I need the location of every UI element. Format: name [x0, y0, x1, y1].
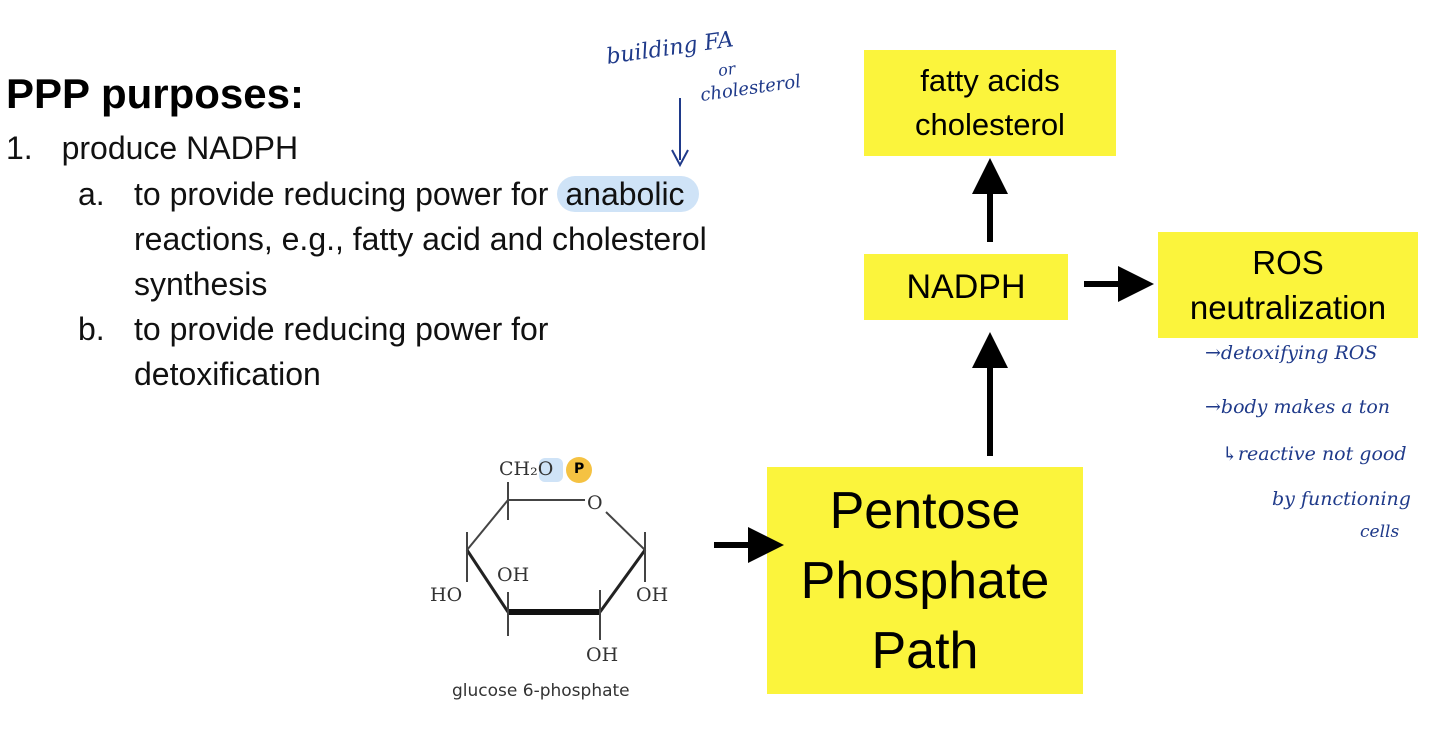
- ring-oxygen-label: O: [587, 492, 603, 514]
- glucose-6-phosphate-structure: [465, 457, 647, 640]
- handwritten-arrow: [671, 98, 689, 168]
- pentose-phosphate-box: Pentose Phosphate Path: [767, 467, 1083, 694]
- ros-box: ROS neutralization: [1158, 232, 1418, 338]
- nadph-box: NADPH: [864, 254, 1068, 320]
- phosphate-label: P: [574, 461, 585, 477]
- ros-note-2: →body makes a ton: [1205, 396, 1391, 418]
- list-text-1: produce NADPH: [61, 130, 299, 166]
- ch2o-label: CH₂O: [499, 458, 554, 480]
- list-number-1: 1.: [6, 130, 33, 166]
- ros-note-3: ↳reactive not good: [1222, 443, 1407, 465]
- list-item-1b: b. to provide reducing power for detoxif…: [78, 307, 778, 407]
- sub-a-text: to provide reducing power for: [134, 176, 549, 212]
- ppp-line-3: Path: [871, 621, 979, 680]
- sub-b-line-1: to provide reducing power for: [134, 311, 549, 347]
- ho-left-label: HO: [430, 584, 463, 606]
- oh-top-label: OH: [497, 564, 530, 586]
- list-item-1: 1. produce NADPH: [6, 130, 298, 167]
- fatty-acids-label: fatty acids: [920, 63, 1060, 98]
- sub-a-line-1: to provide reducing power for anabolic: [134, 172, 834, 217]
- sub-a-line-3: synthesis: [134, 266, 268, 302]
- nadph-label: NADPH: [906, 267, 1026, 306]
- list-item-1a: a. to provide reducing power for anaboli…: [78, 172, 818, 312]
- oh-right-label: OH: [636, 584, 669, 606]
- slide-heading: PPP purposes:: [6, 70, 304, 117]
- list-letter-b: b.: [78, 311, 105, 347]
- molecule-caption: glucose 6-phosphate: [452, 681, 630, 701]
- cholesterol-label: cholesterol: [915, 107, 1065, 142]
- ppp-line-2: Phosphate: [800, 551, 1050, 610]
- neutralization-label: neutralization: [1189, 289, 1387, 326]
- highlighted-word: anabolic: [557, 176, 699, 212]
- ppp-line-1: Pentose: [829, 481, 1021, 540]
- oh-bottom-label: OH: [586, 644, 619, 666]
- sub-a-line-2: reactions, e.g., fatty acid and choleste…: [134, 221, 707, 257]
- ros-note-1: →detoxifying ROS: [1205, 342, 1378, 364]
- ros-label: ROS: [1252, 244, 1324, 281]
- list-letter-a: a.: [78, 176, 105, 212]
- ros-note-5: cells: [1360, 522, 1400, 542]
- sub-b-line-2: detoxification: [134, 356, 321, 392]
- fatty-acids-box: fatty acids cholesterol: [864, 50, 1116, 156]
- ros-note-4: by functioning: [1272, 488, 1411, 510]
